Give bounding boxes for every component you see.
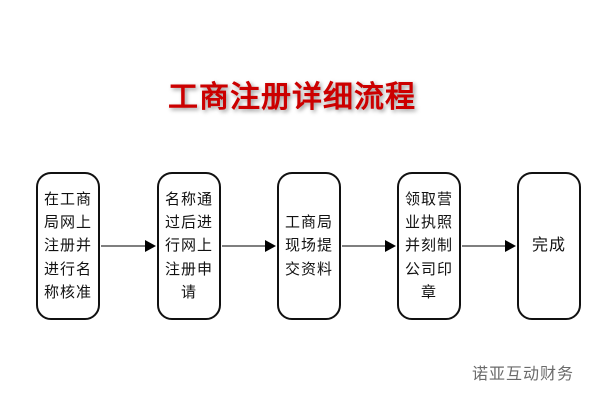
flow-step-5: 完成 — [517, 172, 581, 320]
arrow-right-icon — [145, 240, 156, 252]
arrow-right-icon — [385, 240, 396, 252]
arrow-line — [101, 245, 145, 247]
flow-step-1: 在工商 局网上 注册并 进行名 称核准 — [36, 172, 100, 320]
watermark-text: 诺亚互动财务 — [471, 366, 574, 383]
arrow-right-icon — [505, 240, 516, 252]
flow-arrow-3 — [342, 240, 396, 252]
flow-step-3-label: 工商局 现场提 交资料 — [284, 214, 333, 278]
flow-arrow-4 — [462, 240, 516, 252]
arrow-right-icon — [265, 240, 276, 252]
flow-step-1-label: 在工商 局网上 注册并 进行名 称核准 — [43, 190, 92, 301]
page-title: 工商注册详细流程 — [168, 81, 416, 114]
flow-step-3: 工商局 现场提 交资料 — [277, 172, 341, 320]
arrow-line — [222, 245, 265, 247]
flow-step-5-label: 完成 — [531, 236, 566, 254]
arrow-line — [342, 245, 385, 247]
arrow-line — [462, 245, 505, 247]
flow-arrow-1 — [101, 240, 156, 252]
flow-step-4: 领取营 业执照 并刻制 公司印 章 — [397, 172, 461, 320]
flow-step-4-label: 领取营 业执照 并刻制 公司印 章 — [404, 190, 453, 301]
flow-step-2: 名称通 过后进 行网上 注册申 请 — [157, 172, 221, 320]
flow-step-2-label: 名称通 过后进 行网上 注册申 请 — [164, 190, 213, 301]
flow-arrow-2 — [222, 240, 276, 252]
